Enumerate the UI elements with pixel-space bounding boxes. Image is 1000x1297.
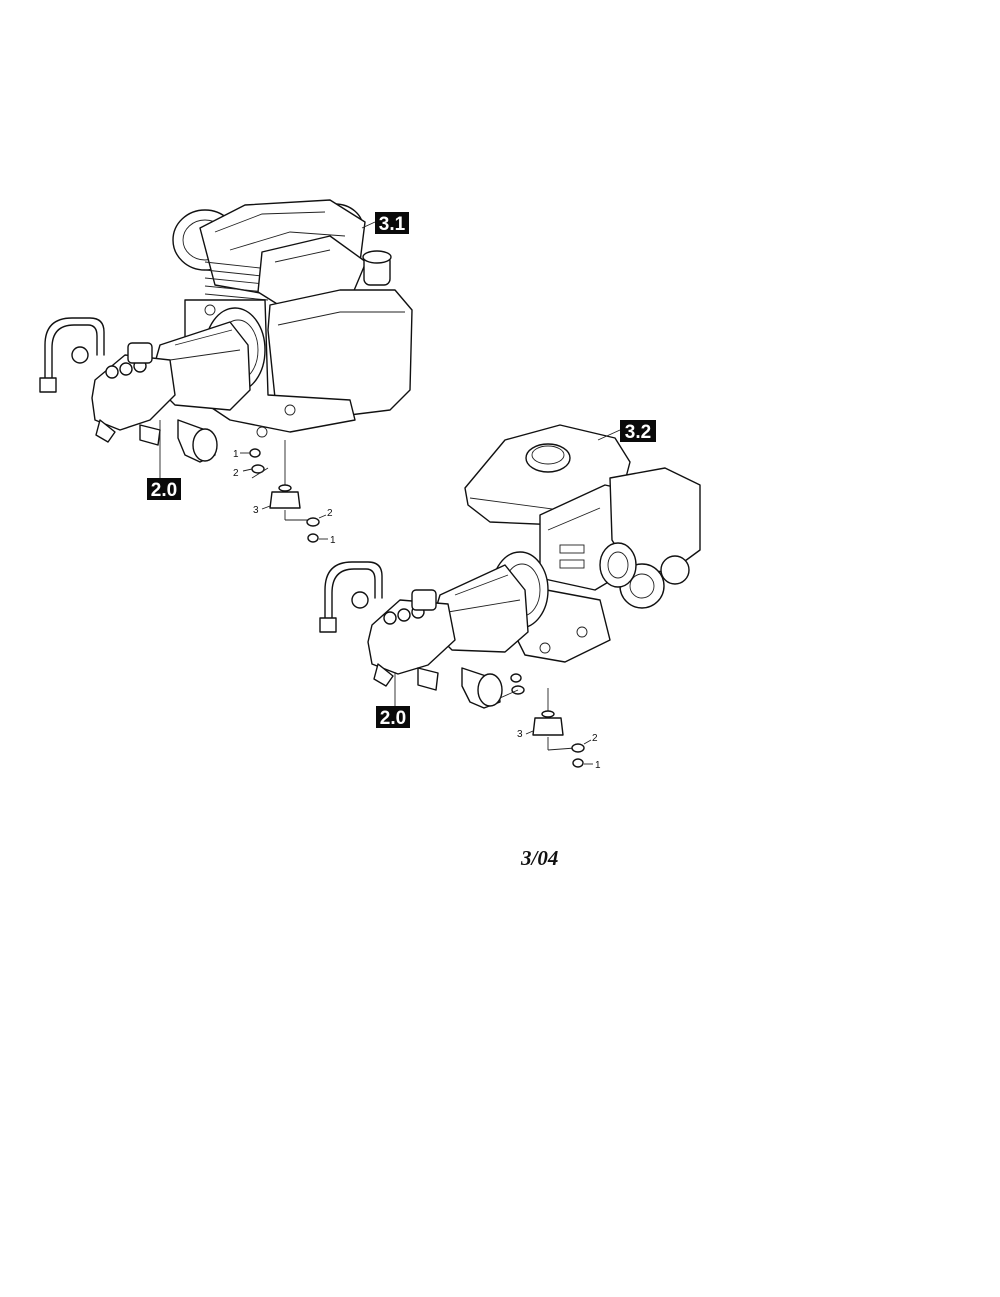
part-number-nut: 1 bbox=[330, 535, 336, 546]
part-number-mount: 3 bbox=[517, 729, 523, 740]
callout-engine-lower: 3.2 bbox=[620, 420, 656, 443]
callout-pump-upper-label: 2.0 bbox=[151, 480, 177, 501]
callout-3-2-leader bbox=[597, 429, 621, 441]
part-number-nut: 1 bbox=[595, 760, 601, 771]
callout-pump-upper: 2.0 bbox=[147, 478, 181, 501]
pump-lower-drawing bbox=[319, 561, 529, 709]
callout-engine-upper-label: 3.1 bbox=[379, 214, 406, 235]
lower-assembly bbox=[319, 424, 701, 768]
mount-hardware-upper bbox=[240, 440, 328, 543]
engine-lower-drawing bbox=[464, 424, 701, 663]
callout-pump-lower-label: 2.0 bbox=[380, 708, 406, 729]
mount-hardware-lower bbox=[499, 673, 593, 768]
upper-assembly bbox=[39, 199, 413, 543]
pump-upper-drawing bbox=[39, 317, 251, 463]
part-number-washer: 2 bbox=[592, 733, 598, 744]
part-number-washer: 2 bbox=[233, 468, 239, 479]
revision-date: 3/04 bbox=[521, 846, 559, 870]
callout-3-1-leader bbox=[361, 221, 376, 229]
callout-engine-lower-label: 3.2 bbox=[625, 422, 651, 443]
part-number-nut: 1 bbox=[233, 449, 239, 460]
part-number-washer: 2 bbox=[327, 508, 333, 519]
callout-pump-lower: 2.0 bbox=[376, 706, 410, 729]
part-number-mount: 3 bbox=[253, 505, 259, 516]
callout-engine-upper: 3.1 bbox=[375, 212, 409, 235]
